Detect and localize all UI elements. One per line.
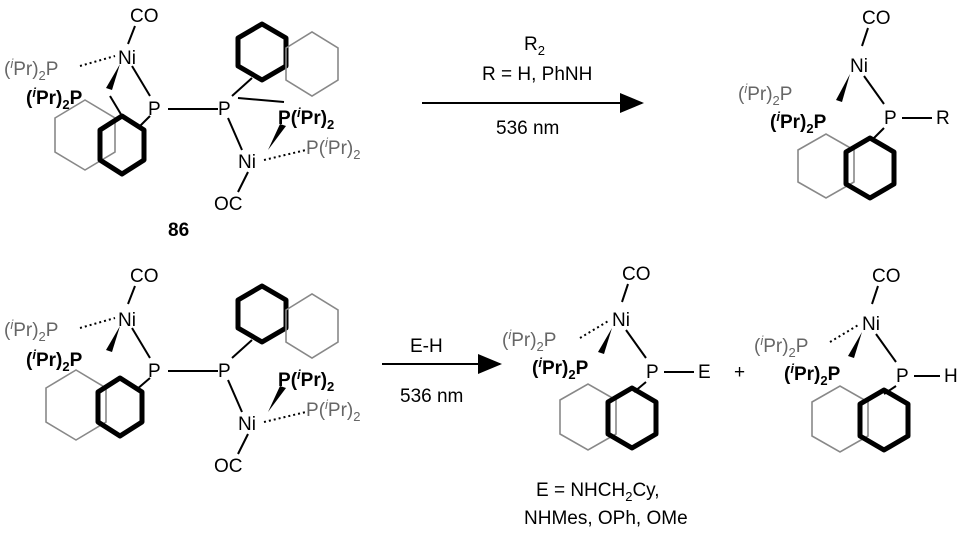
p-bridge-left: P [148,361,161,382]
ni-label: Ni [612,310,630,331]
p-label: P [896,366,909,387]
ipr2p-bold-label: (iPr)2P [784,361,841,388]
ni-label: Ni [862,314,880,335]
p-bridge-left: P [148,99,161,120]
ni-label-lower: Ni [238,152,256,173]
bottom-product-1: CO Ni (iPr)2P (iPr)2P P E [502,264,711,451]
p-label: P [646,362,659,383]
e-definition-note: E = NHCH2Cy, NHMes, OPh, OMe [524,480,688,529]
co-label: CO [130,6,159,27]
co-label: CO [622,264,651,285]
e-definition-line1: E = NHCH2Cy, [536,480,660,504]
dimer-86-top: CO Ni (iPr)2P (iPr)2P P P P(iPr)2 Ni [4,6,360,241]
ni-label-lower: Ni [238,414,256,435]
ipr2p-bold-label: (iPr)2P [532,355,589,382]
ipr2p-grey-label: (iPr)2P [502,327,556,354]
p-bridge-right: P [218,361,231,382]
ipr2p-bold-label: (iPr)2P [26,347,83,374]
oc-label: OC [214,194,243,215]
dimer-bottom: CO Ni (iPr)2P (iPr)2P P P P(iPr)2 Ni P(i… [4,266,360,477]
top-condition: 536 nm [496,118,559,139]
ni-label: Ni [118,310,136,331]
ipr2p-bold-right: P(iPr)2 [278,105,334,132]
top-reagent-r-def: R = H, PhNH [482,64,592,85]
e-substituent: E [698,362,711,383]
p-label: P [884,108,897,129]
co-label: CO [130,266,159,287]
h-substituent: H [944,366,958,387]
ipr2p-grey-label: (iPr)2P [754,333,808,360]
ipr2p-grey-label: (iPr)2P [4,56,58,83]
top-reaction-arrow: R2 R = H, PhNH 536 nm [422,34,644,139]
ipr2p-bold-right: P(iPr)2 [278,367,334,394]
r-substituent: R [936,108,950,129]
ipr2p-bold-label: (iPr)2P [26,85,83,112]
ipr2p-grey-label: (iPr)2P [4,317,58,344]
bottom-product-2: CO Ni (iPr)2P (iPr)2P P H [754,266,958,453]
bottom-reagent: E-H [410,336,443,357]
plus-sign: + [734,362,745,383]
co-label: CO [872,266,901,287]
top-reagent-r2: R2 [524,34,545,58]
compound-86-label: 86 [168,220,189,241]
top-product: CO Ni (iPr)2P (iPr)2P P R [738,8,950,201]
p-bridge-right: P [218,99,231,120]
oc-label: OC [214,456,243,477]
bottom-reaction-arrow: E-H 536 nm [382,336,502,407]
ipr2p-bold-label: (iPr)2P [770,109,827,136]
co-label: CO [862,8,891,29]
e-definition-line2: NHMes, OPh, OMe [524,508,688,529]
ni-label: Ni [118,48,136,69]
ni-label: Ni [850,56,868,77]
ipr2p-grey-label: (iPr)2P [738,81,792,108]
pipr2-grey-right: P(iPr)2 [306,135,360,162]
bottom-condition: 536 nm [400,386,463,407]
pipr2-grey-right: P(iPr)2 [306,397,360,424]
